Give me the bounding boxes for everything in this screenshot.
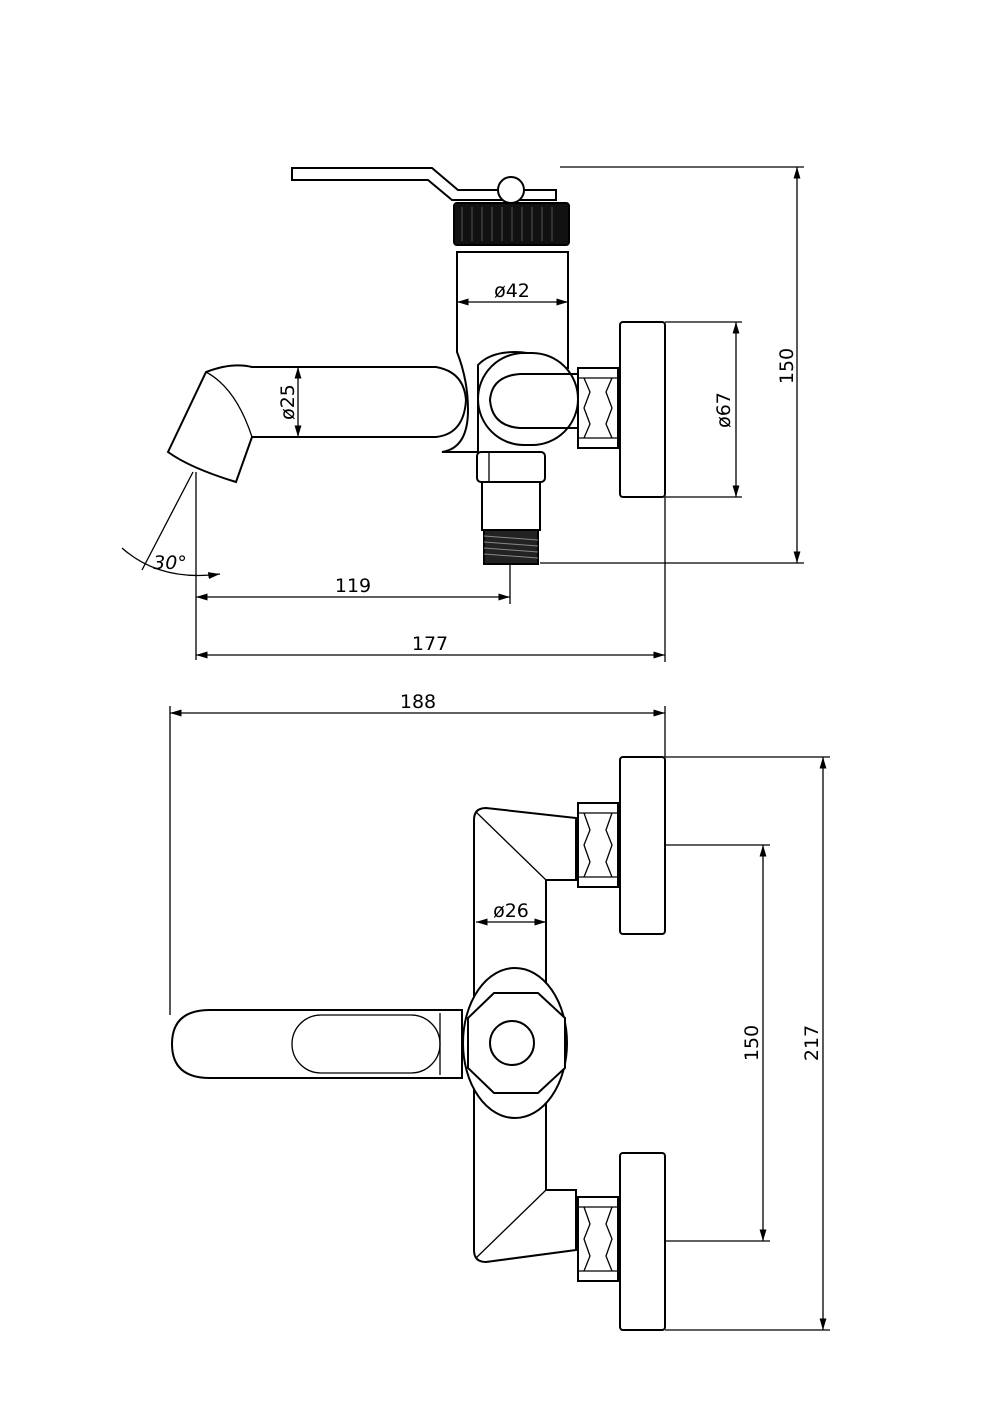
dim-spout-reach: 119 <box>335 575 371 597</box>
dim-center-distance: 150 <box>741 1025 763 1061</box>
dim-overall-depth: 177 <box>412 633 448 655</box>
outlet-thread <box>483 529 539 565</box>
dim-overall-length: 188 <box>400 691 436 713</box>
side-view: ø42 ø25 ø67 150 30° 119 177 <box>121 166 804 662</box>
upper-wall-flange <box>619 756 666 935</box>
eccentric-connector <box>477 352 579 446</box>
outlet-fitting <box>476 451 546 483</box>
lever-handle <box>291 167 557 201</box>
top-view: ø26 188 150 217 <box>169 691 830 1331</box>
dim-pipe-diameter: ø26 <box>493 900 529 922</box>
handle-lever <box>170 1009 463 1079</box>
spout <box>166 364 468 484</box>
dim-overall-width: 217 <box>801 1025 823 1061</box>
wall-flange <box>619 321 666 498</box>
dim-spout-diameter: ø25 <box>277 384 299 420</box>
lever-pivot <box>497 176 525 204</box>
lower-wall-flange <box>619 1152 666 1331</box>
dim-angle: 30° <box>153 552 187 574</box>
dim-body-diameter: ø42 <box>494 280 530 302</box>
dim-flange-diameter: ø67 <box>713 392 735 428</box>
hub-screw <box>489 1020 535 1066</box>
dim-height: 150 <box>776 348 798 384</box>
